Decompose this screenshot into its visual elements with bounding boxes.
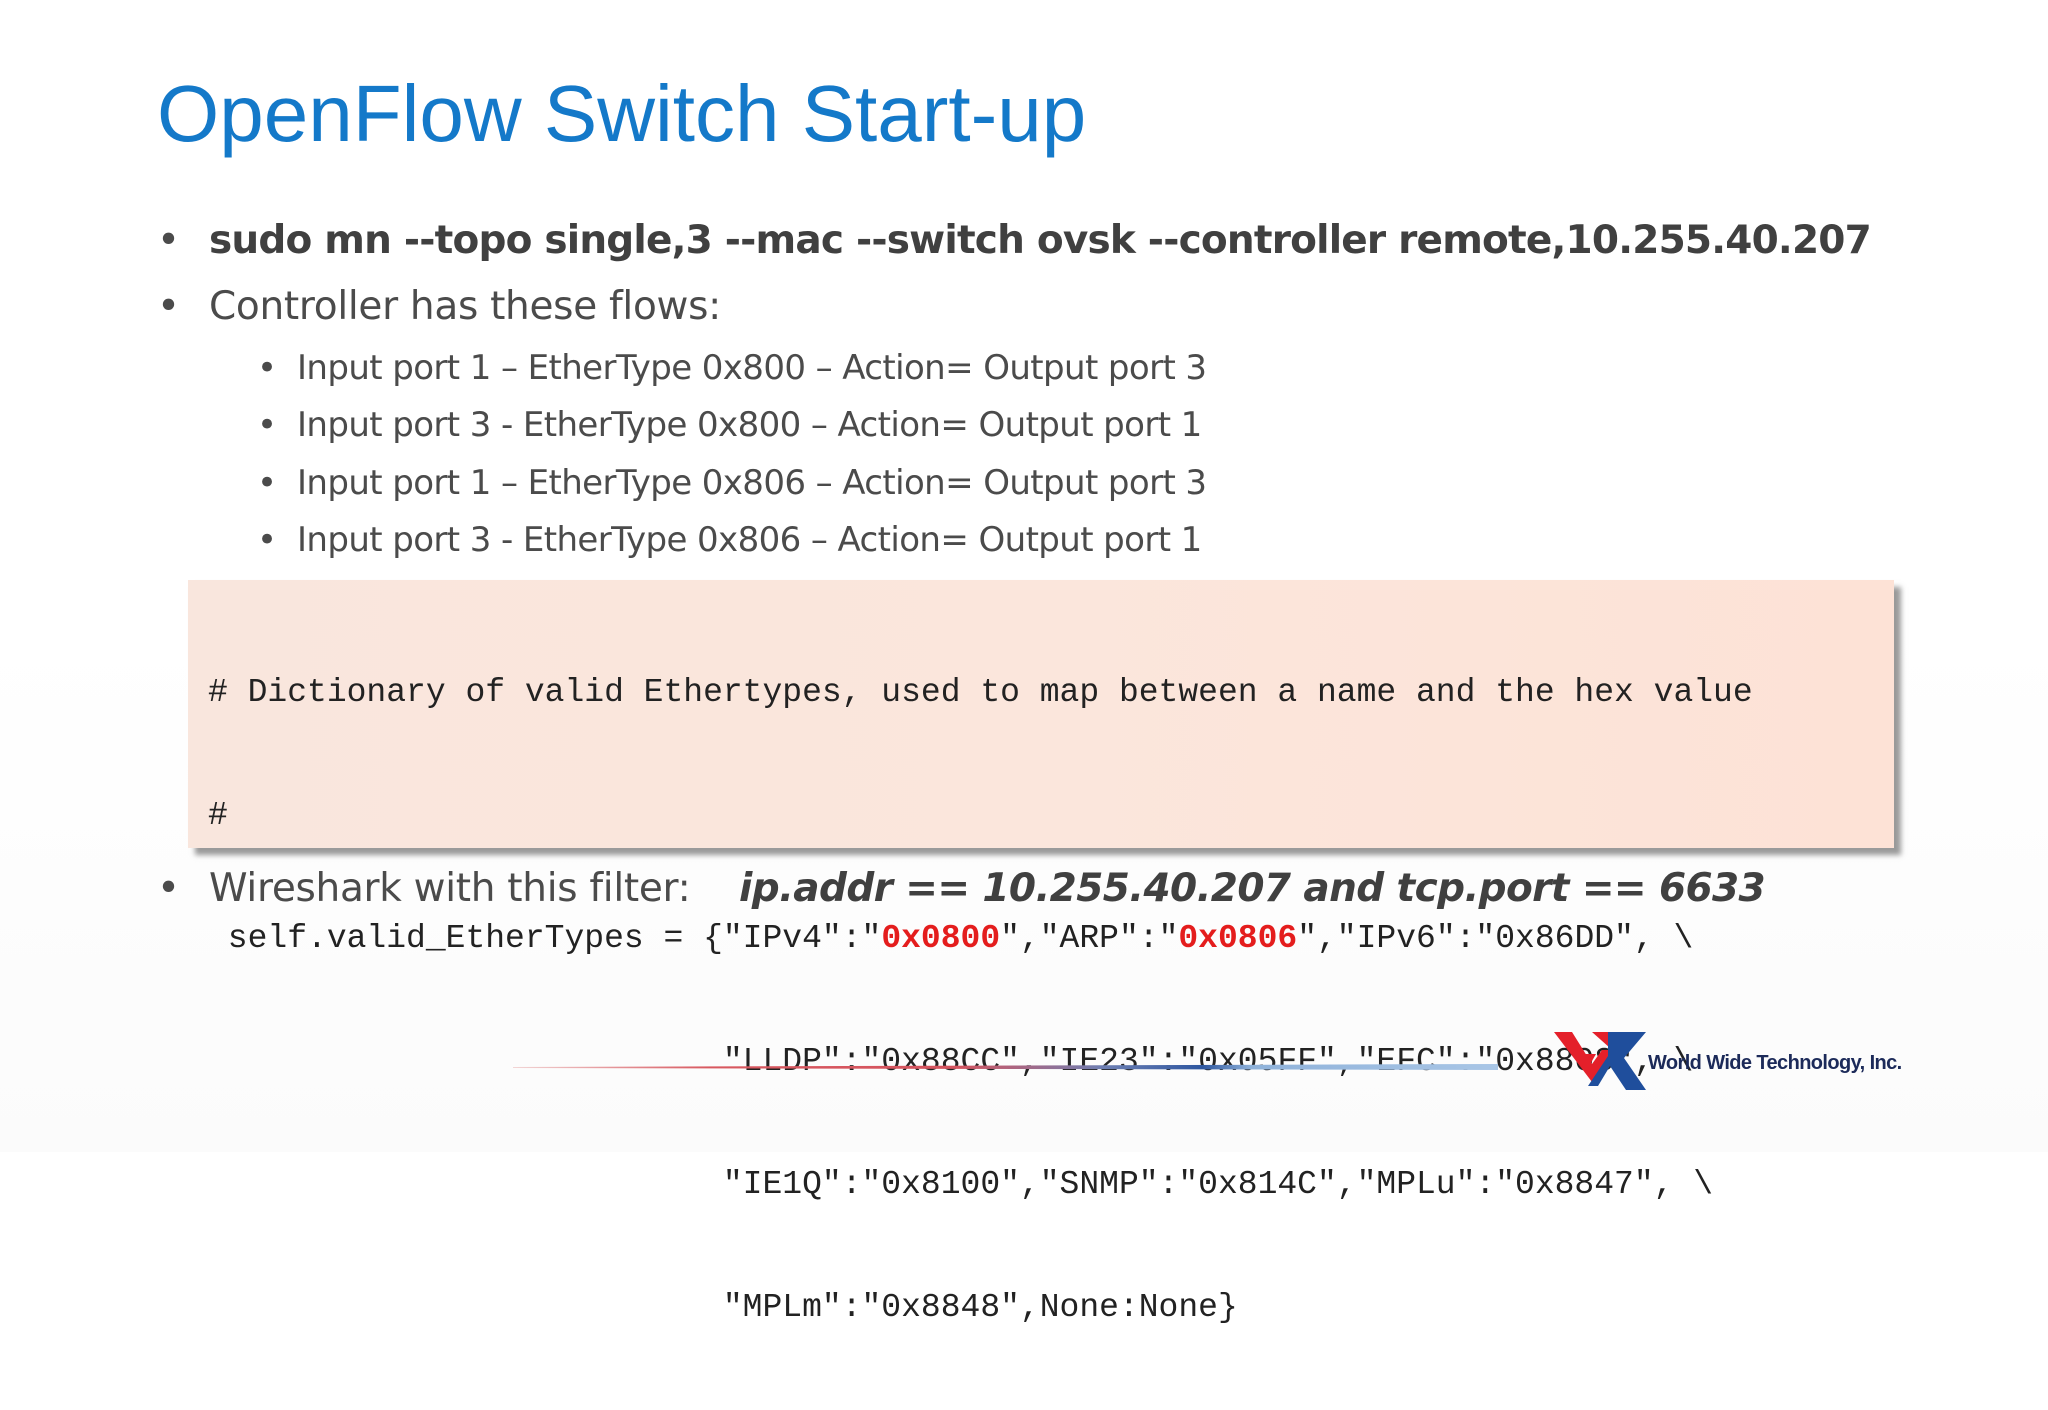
- slide-title: OpenFlow Switch Start-up: [157, 69, 1087, 158]
- code-line: # Dictionary of valid Ethertypes, used t…: [208, 674, 1753, 711]
- company-name: World Wide Technology, Inc.: [1648, 1052, 1902, 1074]
- company-logo: World Wide Technology, Inc.: [1552, 1024, 1912, 1098]
- flow-item-text: Input port 3 - EtherType 0x800 – Action=…: [297, 405, 1202, 445]
- code-block: # Dictionary of valid Ethertypes, used t…: [208, 590, 1753, 1410]
- code-snippet-box: # Dictionary of valid Ethertypes, used t…: [188, 580, 1894, 1326]
- arp-hex-highlight: 0x0806: [1178, 920, 1298, 957]
- bullet-wireshark-text: Wireshark with this filter:: [209, 866, 691, 911]
- bullet-dot: •: [257, 463, 278, 503]
- wwt-logo-icon: [1554, 1032, 1646, 1090]
- flow-item-text: Input port 1 – EtherType 0x806 – Action=…: [297, 463, 1207, 503]
- bullet-dot: •: [157, 218, 181, 263]
- bullet-command-text: sudo mn --topo single,3 --mac --switch o…: [209, 218, 1872, 263]
- flow-item-text: Input port 1 – EtherType 0x800 – Action=…: [297, 348, 1207, 388]
- bullet-dot: •: [157, 866, 181, 911]
- code-text: self.valid_EtherTypes = {"IPv4":": [208, 920, 882, 957]
- slide: OpenFlow Switch Start-up • sudo mn --top…: [0, 0, 2048, 1326]
- bullet-dot: •: [157, 284, 181, 329]
- bullet-dot: •: [257, 348, 278, 388]
- code-line: self.valid_EtherTypes = {"IPv4":"0x0800"…: [208, 918, 1753, 959]
- code-line: "LLDP":"0x88CC","IE23":"0x05FF","EFC":"0…: [208, 1043, 1694, 1080]
- code-text: ","ARP":": [1000, 920, 1179, 957]
- bullet-dot: •: [257, 405, 278, 445]
- code-line: "IE1Q":"0x8100","SNMP":"0x814C","MPLu":"…: [208, 1166, 1714, 1203]
- bullet-controller-flows-text: Controller has these flows:: [209, 284, 721, 329]
- code-text: ","IPv6":"0x86DD", \: [1297, 920, 1694, 957]
- wireshark-filter: ip.addr == 10.255.40.207 and tcp.port ==…: [739, 866, 1766, 911]
- code-line: #: [208, 797, 228, 834]
- bullet-dot: •: [257, 520, 278, 560]
- ipv4-hex-highlight: 0x0800: [881, 920, 1001, 957]
- footer-divider: [513, 1064, 1498, 1070]
- flow-item-text: Input port 3 - EtherType 0x806 – Action=…: [297, 520, 1202, 560]
- code-line: "MPLm":"0x8848",None:None}: [208, 1289, 1238, 1326]
